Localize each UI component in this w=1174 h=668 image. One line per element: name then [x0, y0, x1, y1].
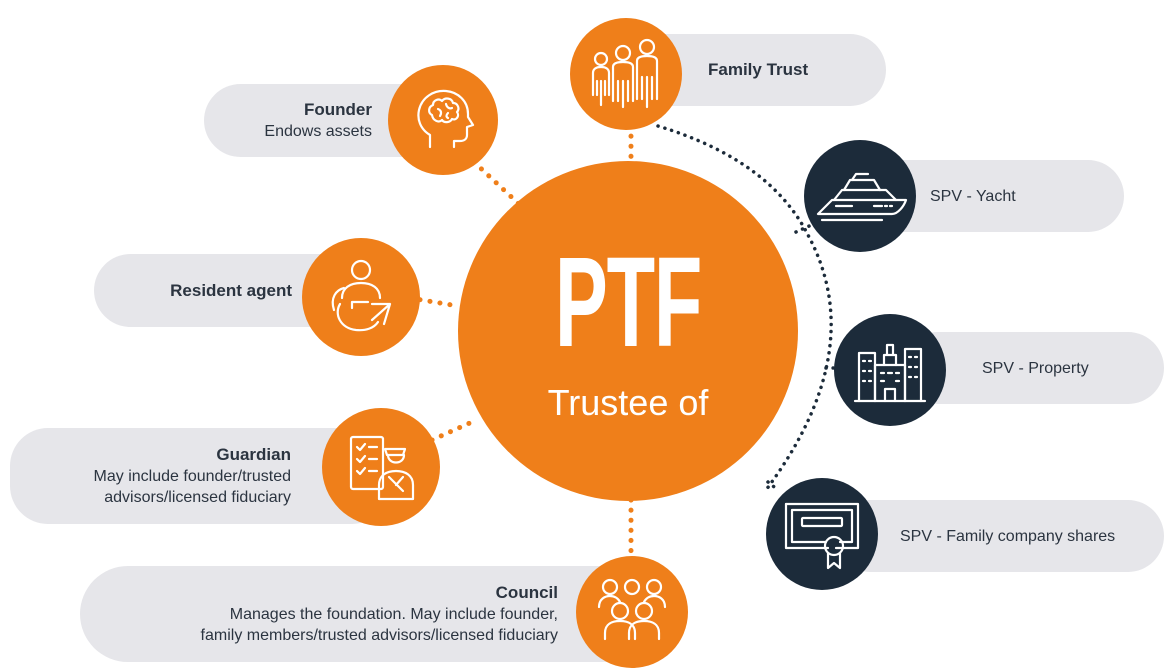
shares-node [766, 478, 878, 590]
shares-pill: SPV - Family company shares [834, 500, 1164, 572]
connector-founder [471, 159, 523, 208]
connector-assets-arc [656, 124, 833, 492]
yacht-label: SPV - Yacht [930, 187, 1016, 205]
guardian-node [322, 408, 440, 526]
council-desc-line2: family members/trusted advisors/licensed… [200, 627, 558, 644]
yacht-icon [816, 172, 908, 222]
council-pill: Council Manages the foundation. May incl… [80, 566, 650, 662]
person-cycle-icon [331, 259, 392, 332]
hub-subtitle: Trustee of [547, 382, 709, 423]
guardian-title: Guardian [216, 445, 291, 464]
yacht-node [804, 140, 916, 252]
hub-name: PTF [554, 231, 702, 374]
buildings-icon [853, 343, 927, 403]
group-icon [597, 578, 667, 641]
guardian-desc-line2: advisors/licensed fiduciary [104, 489, 291, 506]
family-trust-node [570, 18, 682, 130]
family-icon [591, 38, 659, 109]
family-trust-title: Family Trust [708, 60, 809, 79]
founder-title: Founder [304, 100, 372, 119]
council-desc-line1: Manages the foundation. May include foun… [229, 606, 558, 623]
shares-label: SPV - Family company shares [900, 527, 1116, 545]
council-title: Council [495, 583, 558, 602]
guard-checklist-icon [349, 435, 415, 501]
council-node [576, 556, 688, 668]
property-node [834, 314, 946, 426]
resident-agent-node [302, 238, 420, 356]
ptf-hub: PTF Trustee of [458, 161, 798, 501]
certificate-icon [784, 502, 860, 570]
brain-head-icon [417, 89, 475, 149]
connector-shares [766, 480, 780, 492]
founder-desc: Endows assets [264, 123, 372, 140]
founder-node [388, 65, 498, 175]
connector-guardian [429, 419, 475, 443]
guardian-desc-line1: May include founder/trusted [93, 468, 291, 485]
resident-agent-title: Resident agent [170, 280, 292, 300]
property-label: SPV - Property [982, 359, 1089, 377]
